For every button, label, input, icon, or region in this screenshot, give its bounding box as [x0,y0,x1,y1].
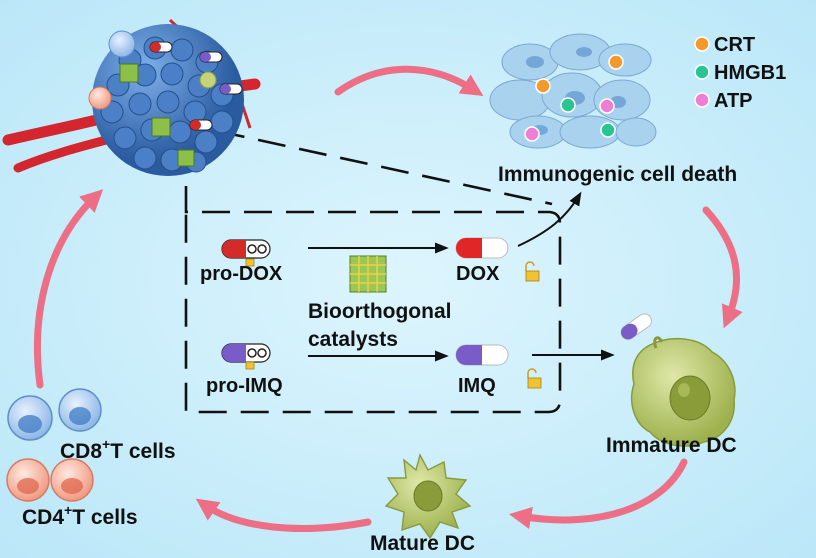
catalyst-icon [119,63,139,83]
arrow-icd-to-immature-dc [702,206,743,329]
pro-dox-pill-icon [221,239,271,267]
legend-atp-label: ATP [714,90,753,112]
legend-hmgb1-label: HMGB1 [714,62,786,84]
cd8-label: CD8+T cells [60,436,176,463]
cd8-t-cells [7,388,102,441]
crt-dot [535,78,551,94]
pill-icon [219,83,243,95]
catalyst-icon [151,117,171,137]
legend-crt-label: CRT [714,34,755,56]
imq-pill-icon [455,344,509,366]
pill-icon [189,119,213,131]
dashed-line-to-icd [175,120,553,206]
catalysts-label-line2: catalysts [308,328,398,351]
mature-dc-label: Mature DC [370,532,475,555]
crt-dot [608,54,624,70]
legend-hmgb1-marker [694,64,710,80]
dc-small-icon [199,71,217,89]
icd-label: Immunogenic cell death [498,163,737,186]
catalyst-icon [177,149,195,167]
arrow-tumor-to-icd [334,65,484,97]
legend: CRT HMGB1 ATP [694,34,786,112]
dashed-frame [175,120,562,414]
immune-cell-icon [88,86,112,110]
bioorthogonal-catalyst-icon [349,255,387,293]
unlock-icon [525,261,540,282]
legend-atp-marker [694,92,710,108]
unlock-icon [527,368,542,389]
arrow-tcells-to-tumor [34,189,104,389]
immune-cell-icon [108,30,136,58]
icd-cells [489,33,657,149]
cycle-arrows [34,65,743,532]
atp-dot [599,98,615,114]
mature-dc-group [384,453,472,540]
tumor-group [2,18,261,176]
immature-dc-label: Immature DC [606,434,737,457]
arrow-mature-dc-to-tcells [195,498,372,532]
imq-pill-bound-icon [620,313,652,340]
hmgb1-dot [560,97,576,113]
atp-dot [524,126,540,142]
catalysts-label-line1: Bioorthogonal [308,300,451,323]
pro-imq-pill-icon [221,343,271,370]
dox-pill-icon [455,237,509,259]
arrow-immature-to-mature-dc [508,458,688,529]
pro-imq-label: pro-IMQ [206,375,283,397]
dc-nucleus [669,375,711,421]
mature-dc-nucleus [413,480,443,512]
dashed-box [184,186,562,414]
pro-dox-label: pro-DOX [200,263,283,285]
immature-dc-group [620,313,736,447]
hmgb1-dot [600,122,616,138]
legend-crt-marker [694,36,710,52]
dox-label: DOX [456,263,500,285]
pill-icon [199,51,223,63]
cd4-t-cells [6,458,94,502]
imq-label: IMQ [458,375,496,397]
dox-to-icd-arrow [517,191,582,247]
cd4-label: CD4+T cells [22,502,138,529]
pill-icon [149,41,173,53]
